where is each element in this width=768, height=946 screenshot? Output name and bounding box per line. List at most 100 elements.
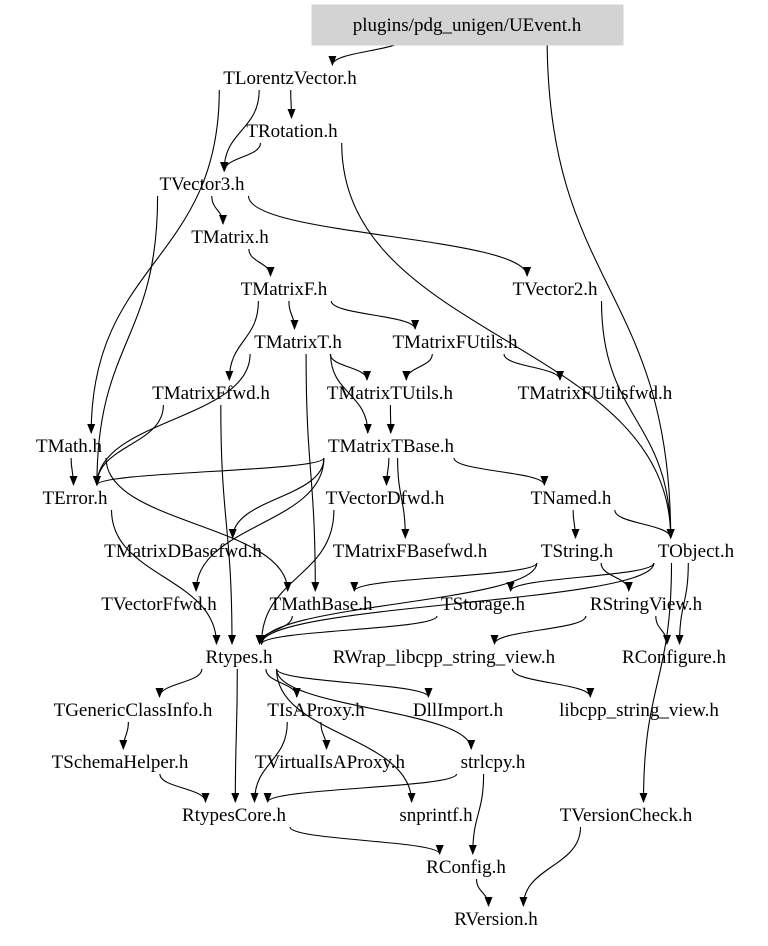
node-label: TVersionCheck.h	[560, 805, 693, 826]
edge-tmatrixf-to-tmatrixt	[288, 300, 299, 330]
edge-tlorentzvector-to-trotation	[287, 89, 296, 119]
node-snprintf: snprintf.h	[399, 805, 473, 826]
node-label: TMatrixT.h	[254, 332, 342, 353]
edges	[69, 36, 689, 907]
edge-tschemahelper-to-rtypescore	[159, 773, 210, 803]
node-tversioncheck: TVersionCheck.h	[560, 805, 693, 826]
node-tmatrixtbase: TMatrixTBase.h	[328, 436, 455, 457]
node-tschemahelper: TSchemaHelper.h	[52, 752, 189, 773]
node-label: TGenericClassInfo.h	[54, 700, 213, 721]
node-strlcpy: strlcpy.h	[461, 752, 526, 773]
node-label: TVectorFfwd.h	[101, 594, 217, 615]
edge-tmatrixtbase-to-tvectorffwd	[192, 457, 325, 592]
node-label: snprintf.h	[399, 805, 473, 826]
edge-tstring-to-tmathbase	[350, 562, 538, 592]
node-label: plugins/pdg_unigen/UEvent.h	[353, 15, 582, 36]
node-tmatrixfutilsfwd: TMatrixFUtilsfwd.h	[518, 383, 673, 404]
node-tmatrixt: TMatrixT.h	[254, 332, 342, 353]
edge-tstring-to-rstringview	[600, 562, 633, 592]
edge-tmatrixt-to-terror	[92, 353, 251, 486]
node-label: libcpp_string_view.h	[559, 700, 719, 721]
node-tmatrixffwd: TMatrixFfwd.h	[152, 383, 270, 404]
edge-rstringview-to-rconfigure	[655, 615, 671, 645]
edge-rwrap-to-libcpp	[511, 668, 595, 698]
edge-tmatrix-to-tmatrixf	[248, 248, 275, 277]
node-label: TMatrixF.h	[241, 279, 328, 300]
node-label: TMatrixFBasefwd.h	[333, 541, 488, 562]
edge-rtypes-to-tgenericclassinfo	[155, 668, 203, 698]
node-rconfigure: RConfigure.h	[622, 647, 726, 668]
root-node-box	[311, 4, 624, 46]
edge-terror-to-rtypes	[110, 509, 221, 645]
edge-tobject-to-rconfigure	[675, 562, 689, 645]
edge-rstringview-to-rwrap	[490, 615, 587, 645]
node-label: TVirtualIsAProxy.h	[255, 752, 406, 773]
edge-tmatrixt-to-tmatrixtbase	[330, 353, 372, 434]
edge-tvector2-to-tobject	[600, 300, 675, 539]
edge-tmatrixt-to-tmathbase	[305, 353, 320, 592]
edge-tmatrixt-to-tmatrixtutils	[329, 353, 371, 381]
edge-tvector3-to-terror	[92, 195, 159, 486]
edge-tmatrixffwd-to-rtypes	[220, 404, 236, 645]
node-label: TMatrixDBasefwd.h	[104, 541, 262, 562]
node-label: TNamed.h	[531, 488, 612, 509]
node-tmatrixfutils: TMatrixFUtils.h	[392, 332, 518, 353]
node-rversion: RVersion.h	[454, 909, 538, 930]
edge-tmatrixtbase-to-tmatrixdbasefwd	[228, 457, 325, 539]
node-label: TMath.h	[36, 436, 102, 457]
edge-tlorentzvector-to-tvector3	[220, 89, 260, 172]
edge-tmathbase-to-rtypes	[255, 615, 293, 645]
edge-rtypes-to-strlcpy	[275, 668, 476, 750]
node-rconfig: RConfig.h	[426, 857, 506, 878]
node-label: RConfig.h	[426, 857, 506, 878]
edge-rtypes-to-snprintf	[275, 668, 416, 803]
node-tmathbase: TMathBase.h	[270, 594, 373, 615]
edge-tversioncheck-to-rversion	[519, 826, 582, 907]
edge-strlcpy-to-rtypescore	[263, 773, 458, 803]
node-tvirtualisaproxy: TVirtualIsAProxy.h	[255, 752, 406, 773]
node-label: TString.h	[541, 541, 614, 562]
node-tlorentzvector: TLorentzVector.h	[223, 68, 357, 89]
edge-tisaproxy-to-rtypescore	[250, 721, 288, 803]
edge-rtypes-to-dllimport	[275, 668, 433, 698]
node-tnamed: TNamed.h	[531, 488, 612, 509]
node-label: TObject.h	[658, 541, 735, 562]
node-label: TMatrixFUtils.h	[392, 332, 518, 353]
node-label: TVectorDfwd.h	[326, 488, 445, 509]
node-tstring: TString.h	[541, 541, 614, 562]
edge-tnamed-to-tstring	[571, 509, 580, 539]
node-label: RVersion.h	[454, 909, 538, 930]
node-trotation: TRotation.h	[246, 121, 338, 142]
edge-tgenericclassinfo-to-tschemahelper	[119, 721, 129, 750]
edge-tstorage-to-rtypes	[257, 615, 438, 645]
node-label: RStringView.h	[590, 594, 703, 615]
edge-rtypes-to-tisaproxy	[265, 668, 301, 698]
edge-tmatrixffwd-to-terror	[92, 404, 164, 486]
node-label: DllImport.h	[413, 700, 504, 721]
edge-tobject-to-rtypes	[257, 562, 655, 645]
node-label: TMatrixFUtilsfwd.h	[518, 383, 673, 404]
node-label: Rtypes.h	[205, 647, 273, 668]
edge-tobject-to-tversioncheck	[639, 562, 673, 803]
edge-tmatrixtbase-to-terror	[93, 457, 325, 486]
edge-uevent-to-tobject	[546, 36, 675, 539]
node-label: RtypesCore.h	[182, 805, 286, 826]
node-label: TError.h	[43, 488, 108, 509]
edge-tobject-to-tstorage	[506, 562, 655, 592]
node-tmatrixdbasefwd: TMatrixDBasefwd.h	[104, 541, 262, 562]
node-label: TMatrix.h	[191, 227, 269, 248]
node-tvector2: TVector2.h	[513, 279, 598, 300]
node-libcpp: libcpp_string_view.h	[559, 700, 719, 721]
node-terror: TError.h	[43, 488, 108, 509]
edge-tvector3-to-tmatrix	[211, 195, 227, 225]
node-tvector3: TVector3.h	[160, 174, 245, 195]
edge-tvectordfwd-to-rtypes	[257, 509, 335, 645]
edge-tmatrixtbase-to-tnamed	[453, 457, 549, 486]
node-label: TMathBase.h	[270, 594, 373, 615]
node-tmatrixtutils: TMatrixTUtils.h	[327, 383, 454, 404]
edge-tmatrixtbase-to-tvectordfwd	[382, 457, 391, 486]
node-label: TSchemaHelper.h	[52, 752, 189, 773]
node-rtypes: Rtypes.h	[205, 647, 273, 668]
node-tobject: TObject.h	[658, 541, 735, 562]
